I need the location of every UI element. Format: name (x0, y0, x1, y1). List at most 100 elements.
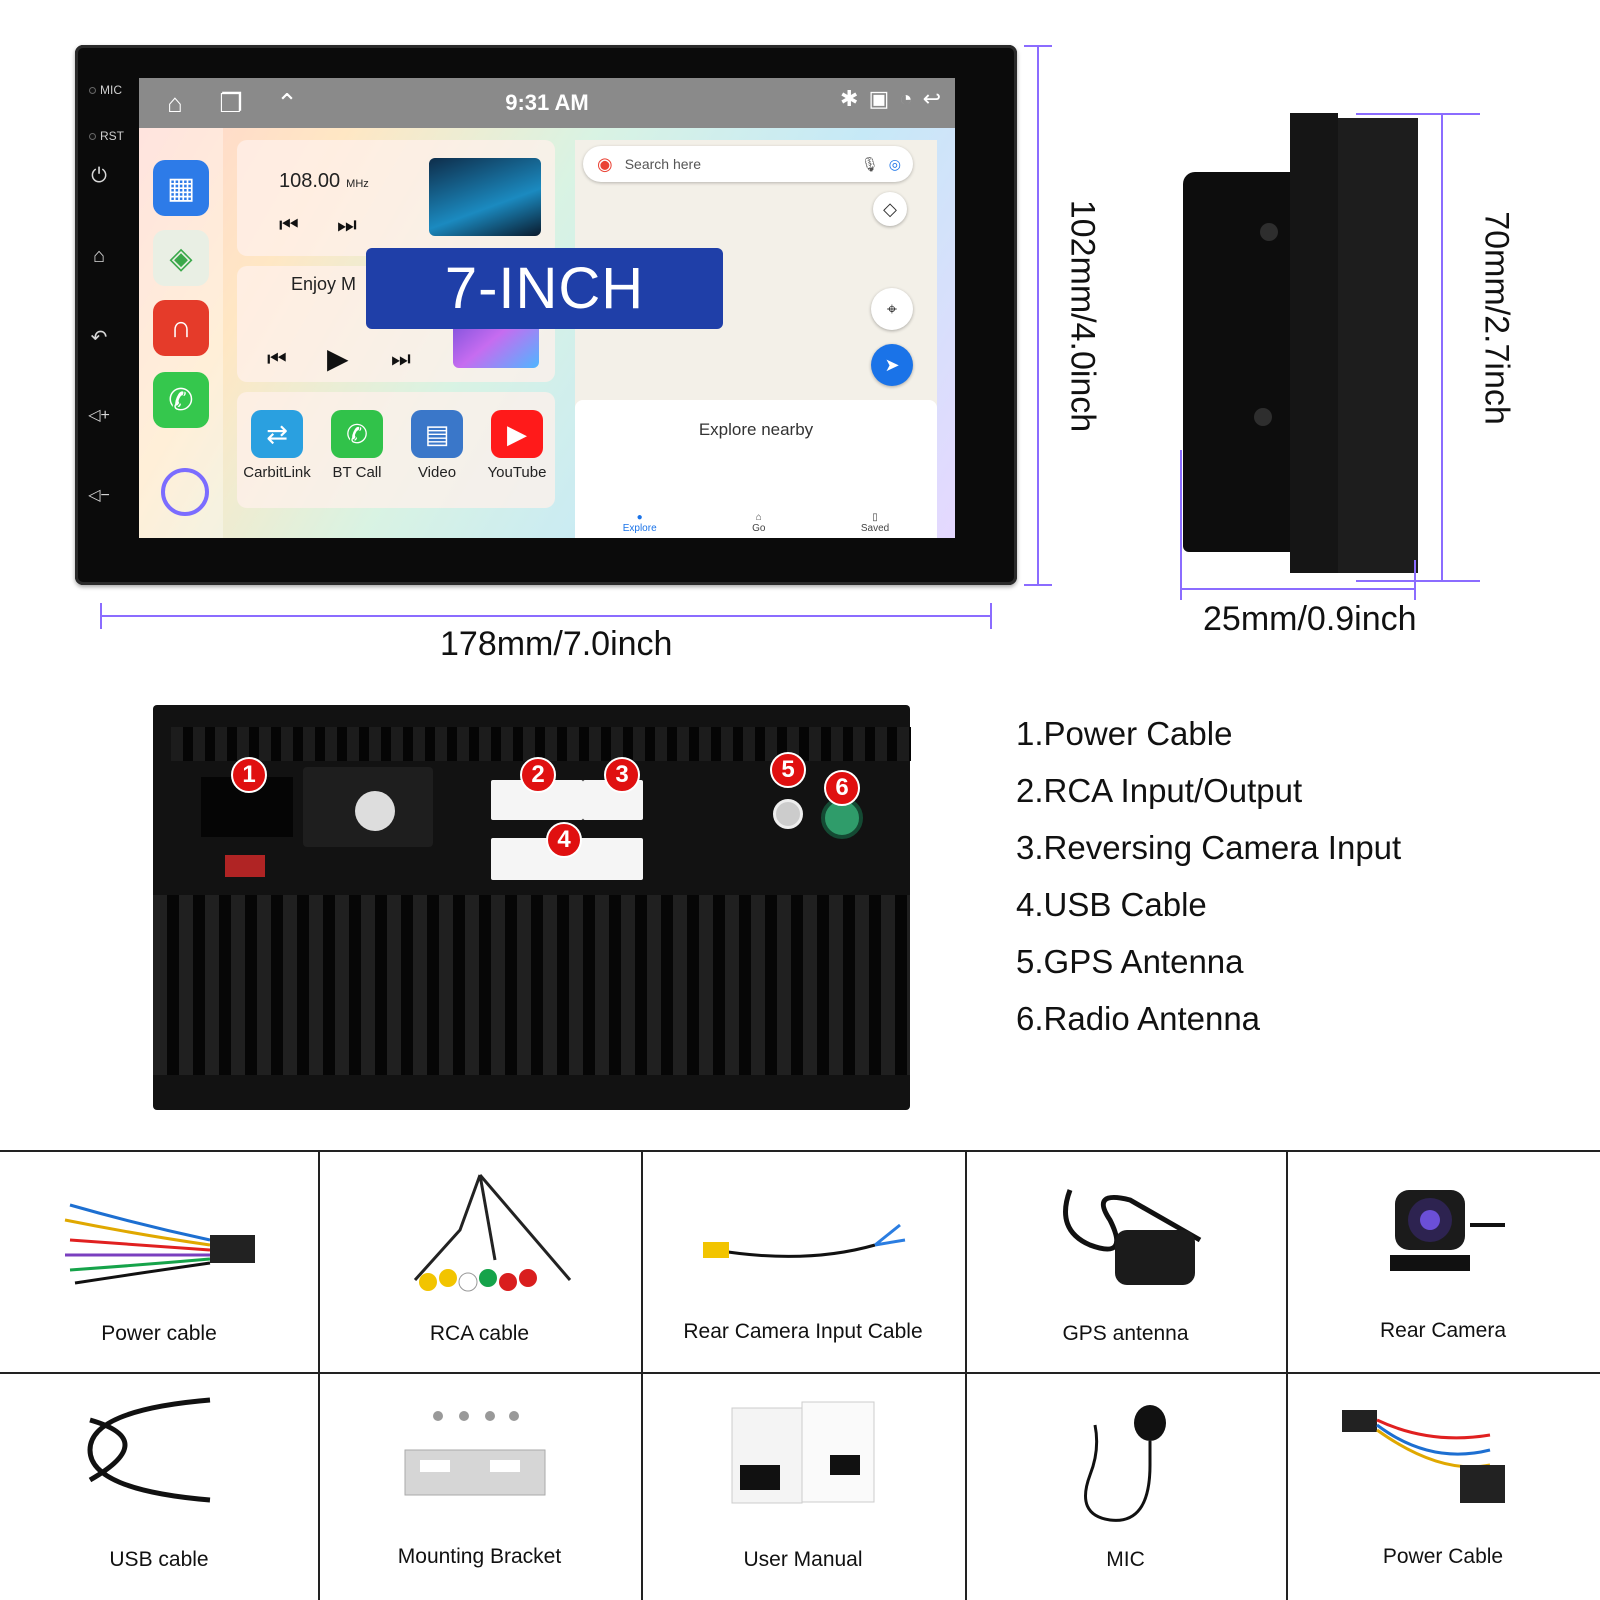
signal-icon: ◔ (899, 86, 913, 111)
clapperboard-icon: ▤ (411, 410, 463, 458)
microphone-icon[interactable]: 🎙 (861, 155, 879, 172)
logo-panel (303, 767, 433, 847)
radio-frequency: 108.00 (279, 170, 341, 192)
play-icon[interactable]: ▶ (327, 343, 349, 374)
side-profile-faceplate (1338, 118, 1418, 573)
chevron-up-icon[interactable]: ⌃ (276, 87, 298, 118)
recent-apps-icon[interactable]: ❐ (219, 87, 243, 118)
music-app-icon[interactable]: ∩ (153, 300, 209, 356)
accessory-label: MIC (1106, 1548, 1145, 1571)
accessory-label: Mounting Bracket (397, 1545, 562, 1568)
rear-camera-cable-image (703, 1223, 906, 1258)
apps-grid-icon[interactable]: ▦ (153, 160, 209, 216)
height-dimension-line (1037, 45, 1039, 585)
touch-screen: ⌂ ❐ ⌃ 9:31 AM ✱ ▣ ◔ ↩ ▦ ◈ ∩ ✆ 108.00 MHz … (139, 78, 955, 538)
port-marker-5: 5 (770, 752, 806, 788)
power-icon[interactable]: ⏻ (91, 165, 107, 187)
carbitlink-icon: ⇄ (251, 410, 303, 458)
power-cable-harness-image (1342, 1410, 1505, 1503)
home-icon[interactable]: ⌂ (92, 245, 106, 267)
assistant-icon[interactable] (161, 468, 209, 516)
port-marker-3: 3 (604, 757, 640, 793)
bt-call-app[interactable]: ✆BT Call (317, 410, 397, 481)
commute-icon: ⌂ (755, 512, 762, 523)
gps-antenna-image (1063, 1189, 1202, 1285)
side-profile-frame (1290, 113, 1338, 573)
mic-image (1084, 1405, 1166, 1522)
carbitlink-app[interactable]: ⇄CarbitLink (237, 410, 317, 481)
heat-sink (153, 895, 910, 1075)
map-pin-icon: ◉ (597, 153, 613, 174)
legend-item: 5.GPS Antenna (1016, 943, 1244, 980)
volume-down-icon[interactable]: ◁− (88, 487, 110, 504)
maps-app-icon[interactable]: ◈ (153, 230, 209, 286)
accessory-label: User Manual (743, 1548, 863, 1571)
radio-unit: MHz (346, 178, 369, 190)
grid-line (0, 1150, 1600, 1152)
explore-sheet[interactable]: Explore nearby ●Explore ⌂Go ▯Saved (575, 400, 937, 538)
legend-item: 1.Power Cable (1016, 715, 1233, 752)
side-height-dimension: 70mm/2.7inch (1477, 211, 1516, 425)
power-cable-image (64, 1203, 255, 1285)
reset-button[interactable]: RST (89, 129, 124, 143)
account-icon[interactable]: ◎ (888, 155, 901, 172)
explore-title: Explore nearby (698, 420, 814, 439)
volume-up-icon[interactable]: ◁+ (88, 407, 110, 424)
app-dock: ▦ ◈ ∩ ✆ (139, 128, 223, 538)
map-panel[interactable]: ◉ Search here 🎙 ◎ ◇ ⌖ ➤ Explore nearby ●… (575, 140, 937, 538)
side-height-dimension-line (1441, 113, 1443, 581)
tab-go[interactable]: ⌂Go (752, 512, 766, 534)
next-track-icon[interactable]: ⏭ (391, 346, 411, 371)
width-dimension-line (100, 615, 992, 617)
side-height-dimension-tick (1356, 580, 1480, 582)
map-search-bar[interactable]: ◉ Search here 🎙 ◎ (583, 146, 913, 182)
fuse (225, 855, 265, 877)
locate-icon[interactable]: ⌖ (871, 288, 913, 330)
clock: 9:31 AM (505, 90, 589, 115)
home-icon[interactable]: ⌂ (167, 87, 183, 118)
previous-station-icon[interactable]: ⏮ (279, 212, 299, 237)
width-dimension-tick (100, 603, 102, 629)
tab-explore[interactable]: ●Explore (622, 512, 657, 534)
width-dimension: 178mm/7.0inch (440, 625, 673, 663)
music-title: Enjoy M (291, 274, 357, 294)
grid-line (318, 1150, 320, 1600)
explore-pin-icon: ● (636, 512, 643, 523)
back-icon[interactable]: ↶ (90, 327, 108, 349)
grid-line (965, 1150, 967, 1600)
grid-line (0, 1372, 1600, 1374)
user-manual-image (731, 1401, 875, 1504)
side-height-dimension-tick (1356, 113, 1480, 115)
video-app[interactable]: ▤Video (397, 410, 477, 481)
legend-item: 6.Radio Antenna (1016, 1000, 1261, 1037)
bluetooth-icon: ✱ (840, 86, 859, 111)
directions-icon[interactable]: ➤ (871, 344, 913, 386)
height-dimension-tick (1024, 45, 1052, 47)
rca-cable-image (413, 1174, 572, 1292)
previous-track-icon[interactable]: ⏮ (267, 346, 287, 371)
accessory-label: USB cable (109, 1548, 209, 1571)
port-marker-6: 6 (824, 770, 860, 806)
usb-cable-image (87, 1397, 211, 1503)
depth-dimension-line (1180, 588, 1416, 590)
depth-dimension: 25mm/0.9inch (1203, 600, 1417, 638)
rear-camera-image (1390, 1190, 1505, 1271)
return-icon[interactable]: ↩ (922, 86, 941, 111)
bookmark-icon: ▯ (872, 512, 878, 523)
height-dimension: 102mm/4.0inch (1063, 199, 1102, 433)
layers-icon[interactable]: ◇ (873, 192, 907, 226)
radio-widget[interactable]: 108.00 MHz ⏮ ⏭ (237, 140, 555, 256)
youtube-icon: ▶ (491, 410, 543, 458)
tab-saved[interactable]: ▯Saved (860, 512, 890, 534)
youtube-app[interactable]: ▶YouTube (477, 410, 557, 481)
screw-hole (1260, 223, 1278, 241)
depth-dimension-tick (1180, 450, 1182, 600)
next-station-icon[interactable]: ⏭ (337, 212, 357, 237)
port-marker-4: 4 (546, 822, 582, 858)
shortcut-panel: ⇄CarbitLink ✆BT Call ▤Video ▶YouTube (237, 392, 555, 508)
status-bar: ⌂ ❐ ⌃ 9:31 AM ✱ ▣ ◔ ↩ (139, 78, 955, 128)
height-dimension-tick (1024, 584, 1052, 586)
phone-app-icon[interactable]: ✆ (153, 372, 209, 428)
accessory-label: Rear Camera Input Cable (683, 1320, 923, 1343)
mounting-bracket-image (404, 1411, 546, 1496)
